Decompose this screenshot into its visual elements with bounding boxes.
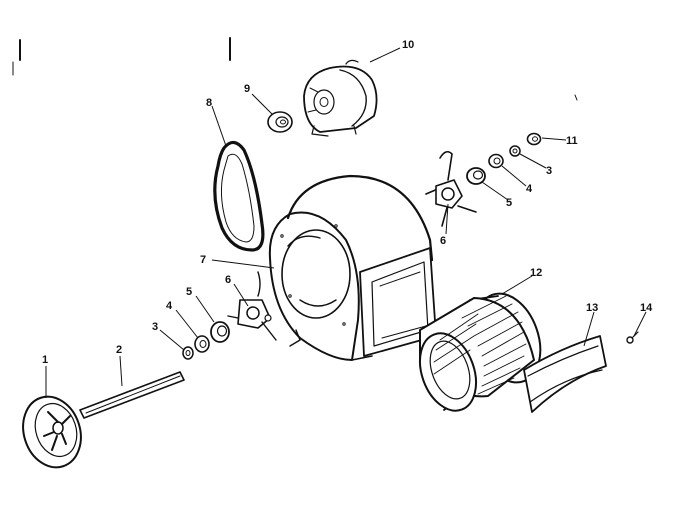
callout-13: 13 bbox=[586, 302, 598, 314]
callout-9: 9 bbox=[244, 83, 250, 95]
leader-lines bbox=[45, 47, 647, 398]
bearing-bracket-left bbox=[227, 271, 277, 341]
callout-3-right: 3 bbox=[546, 165, 552, 177]
motor-pulley-part-9 bbox=[267, 111, 293, 133]
callout-5-right: 5 bbox=[506, 197, 512, 209]
blower-wheel-part-12 bbox=[418, 292, 542, 412]
motor-part-10 bbox=[303, 59, 378, 137]
callout-2: 2 bbox=[116, 344, 122, 356]
callout-7: 7 bbox=[200, 254, 206, 266]
bearing-set-left bbox=[182, 321, 230, 360]
callout-4-right: 4 bbox=[526, 183, 533, 195]
callout-11: 11 bbox=[566, 135, 578, 147]
cutoff-plate-part-13 bbox=[523, 335, 607, 413]
callout-labels: 1 2 3 4 5 6 7 8 9 10 11 3 4 5 6 12 13 14 bbox=[42, 39, 653, 366]
blower-housing bbox=[268, 174, 437, 361]
callout-10: 10 bbox=[402, 39, 414, 51]
shaft-part-2 bbox=[79, 371, 185, 419]
screw-part-14 bbox=[626, 331, 639, 344]
callout-8: 8 bbox=[206, 97, 212, 109]
callout-1: 1 bbox=[42, 354, 48, 366]
callout-14: 14 bbox=[640, 302, 653, 314]
callout-4-left: 4 bbox=[166, 300, 173, 312]
callout-3-left: 3 bbox=[152, 321, 158, 333]
pulley-part-1 bbox=[22, 395, 82, 469]
belt-part-8 bbox=[213, 140, 265, 252]
bearing-set-right bbox=[425, 132, 542, 227]
callout-12: 12 bbox=[530, 267, 542, 279]
scan-marks bbox=[12, 37, 578, 101]
callout-6-left: 6 bbox=[225, 274, 231, 286]
callout-6-right: 6 bbox=[440, 235, 446, 247]
callout-5-left: 5 bbox=[186, 286, 192, 298]
